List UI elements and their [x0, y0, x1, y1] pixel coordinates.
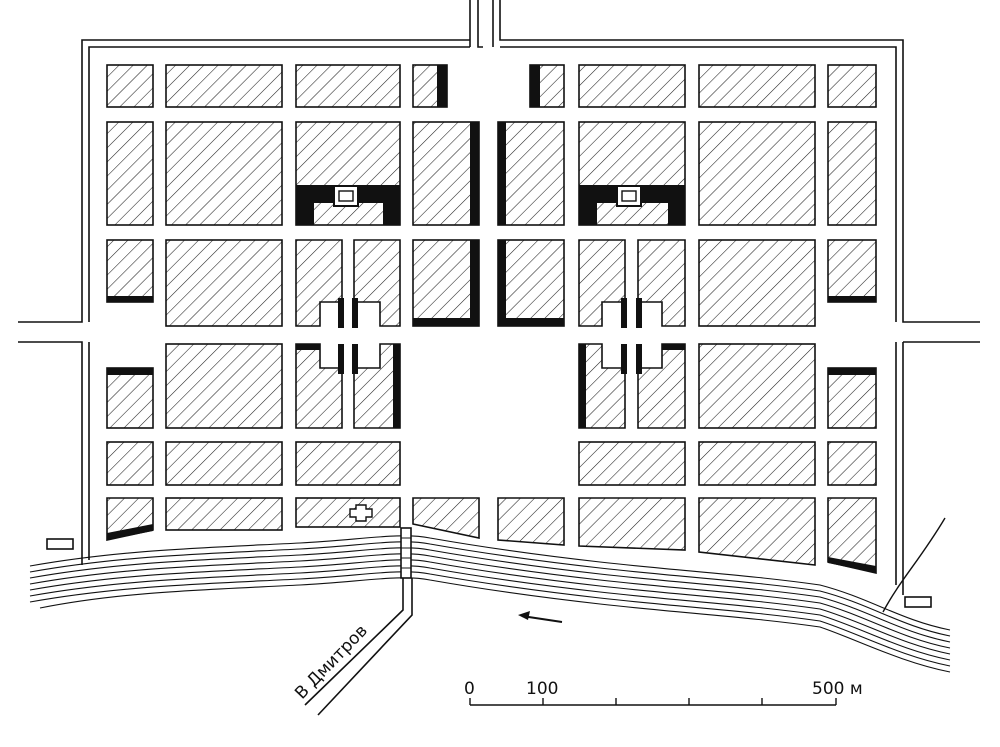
block	[165, 64, 283, 108]
block	[412, 497, 480, 539]
flow-arrow-icon	[518, 611, 563, 623]
block	[698, 343, 816, 429]
block	[698, 441, 816, 486]
block	[295, 441, 401, 486]
block	[637, 239, 686, 327]
town-boundary	[18, 0, 980, 595]
scale-tick-label: 500 м	[812, 679, 863, 699]
block	[412, 239, 480, 327]
block	[578, 64, 686, 108]
block	[106, 239, 154, 303]
block	[827, 64, 877, 108]
block	[827, 239, 877, 303]
city-blocks	[106, 64, 877, 575]
block	[295, 343, 343, 429]
block	[165, 343, 283, 429]
buildings	[46, 65, 932, 608]
scale-tick-label: 100	[526, 679, 558, 699]
scale-bar: 0 100 500 м	[464, 679, 863, 706]
block	[165, 121, 283, 226]
creek	[882, 517, 946, 613]
block	[295, 64, 401, 108]
block	[295, 497, 401, 528]
block	[165, 497, 283, 531]
block	[578, 497, 686, 551]
block	[497, 239, 565, 327]
road-label: В Дмитров	[291, 621, 372, 703]
block	[353, 239, 401, 327]
block	[106, 441, 154, 486]
block	[165, 441, 283, 486]
block	[497, 121, 565, 226]
block	[827, 367, 877, 429]
block	[106, 121, 154, 226]
block	[165, 239, 283, 327]
bridge	[400, 527, 412, 579]
block	[497, 497, 565, 546]
block	[578, 239, 626, 327]
scale-tick-label: 0	[464, 679, 475, 699]
block	[106, 367, 154, 429]
block	[637, 343, 686, 429]
block	[827, 121, 877, 226]
block	[412, 121, 480, 226]
block	[295, 239, 343, 327]
block	[698, 239, 816, 327]
block	[827, 441, 877, 486]
block	[698, 64, 816, 108]
road-to-dmitrov	[304, 578, 413, 716]
block	[106, 64, 154, 108]
block	[698, 121, 816, 226]
river	[29, 535, 951, 673]
block	[698, 497, 816, 566]
block	[578, 441, 686, 486]
